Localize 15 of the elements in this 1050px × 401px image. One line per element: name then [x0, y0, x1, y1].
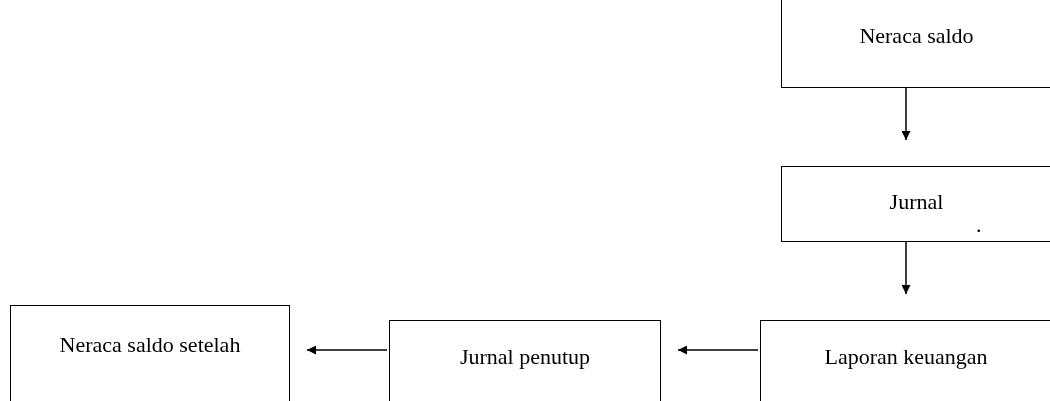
- arrow: [901, 241, 911, 295]
- arrow: [901, 87, 911, 141]
- box-text: Jurnal penutup: [458, 343, 592, 371]
- process-box: [781, 166, 1050, 242]
- process-box: [781, 0, 1050, 88]
- process-box: [10, 305, 290, 401]
- box-text: Jurnal: [888, 188, 945, 216]
- process-box: [760, 320, 1050, 401]
- note-text: .: [976, 212, 982, 238]
- arrow: [306, 345, 388, 355]
- arrow: [677, 345, 759, 355]
- box-text: Neraca saldo: [858, 22, 975, 50]
- process-box: [389, 320, 661, 401]
- box-text: Neraca saldo setelah: [58, 331, 242, 359]
- box-text: Laporan keuangan: [823, 343, 989, 371]
